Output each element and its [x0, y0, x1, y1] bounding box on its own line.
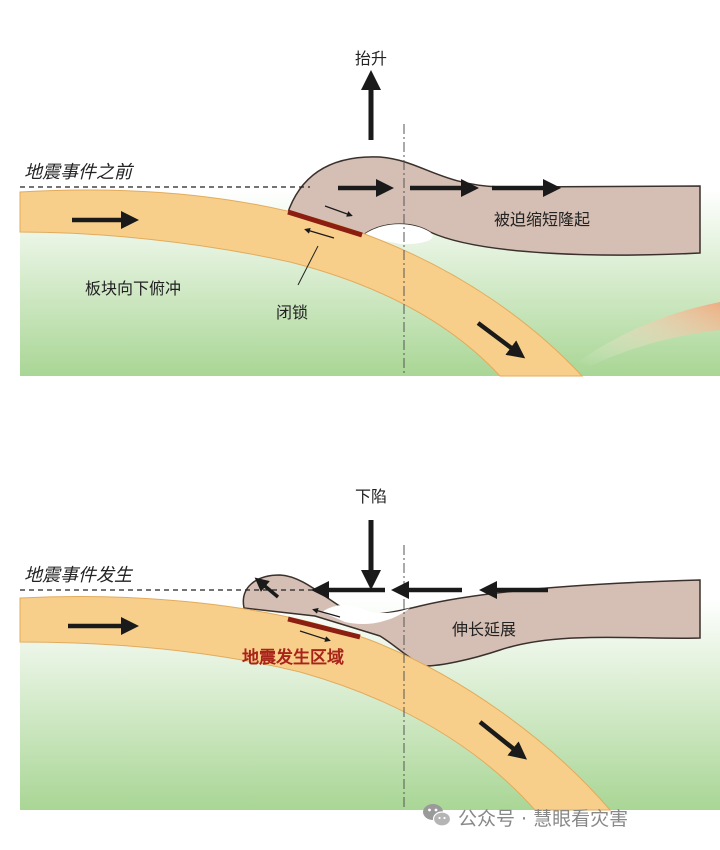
locked-zone-bar — [287, 209, 363, 238]
label-subsidence: 下陷 — [355, 487, 387, 506]
wechat-icon — [423, 804, 452, 827]
label-quake-zone: 地震发生区域 — [242, 647, 344, 668]
fault-slip-arrow-upper — [312, 607, 341, 618]
quake-zone-bar — [287, 616, 361, 640]
gap-below-nose — [322, 604, 410, 625]
fault-slip-arrow-lower — [299, 630, 331, 642]
subducting-plate — [19, 596, 612, 811]
label-subduction: 板块向下俯冲 — [85, 279, 181, 298]
subducting-plate — [19, 189, 584, 377]
locked-leader-line — [297, 245, 319, 286]
label-earthquake-occurs: 地震事件发生 — [24, 565, 134, 586]
reddish-glow — [578, 302, 720, 366]
watermark-text: 公众号 · 慧眼看灾害 — [458, 808, 628, 830]
rebound-arrow — [254, 577, 280, 599]
panel-before-earthquake: 地震事件之前 抬升 被迫缩短隆起 板块向下俯冲 闭锁 — [19, 49, 720, 377]
label-before-earthquake: 地震事件之前 — [24, 162, 135, 183]
label-compressed: 被迫缩短隆起 — [494, 210, 590, 229]
label-extension: 伸长延展 — [452, 620, 516, 639]
fault-slip-arrow-lower — [304, 227, 335, 239]
panel-during-earthquake: 地震事件发生 下陷 伸长延展 地震发生区域 — [19, 487, 720, 811]
label-uplift: 抬升 — [355, 49, 387, 68]
subduction-arrow — [476, 321, 526, 359]
fault-slip-arrow-upper — [324, 205, 353, 217]
overriding-plate — [242, 574, 701, 667]
gap-below-bulge — [362, 224, 433, 245]
label-locked: 闭锁 — [276, 303, 308, 322]
subduction-arrow — [478, 720, 528, 760]
watermark: 公众号 · 慧眼看灾害 — [423, 804, 628, 830]
